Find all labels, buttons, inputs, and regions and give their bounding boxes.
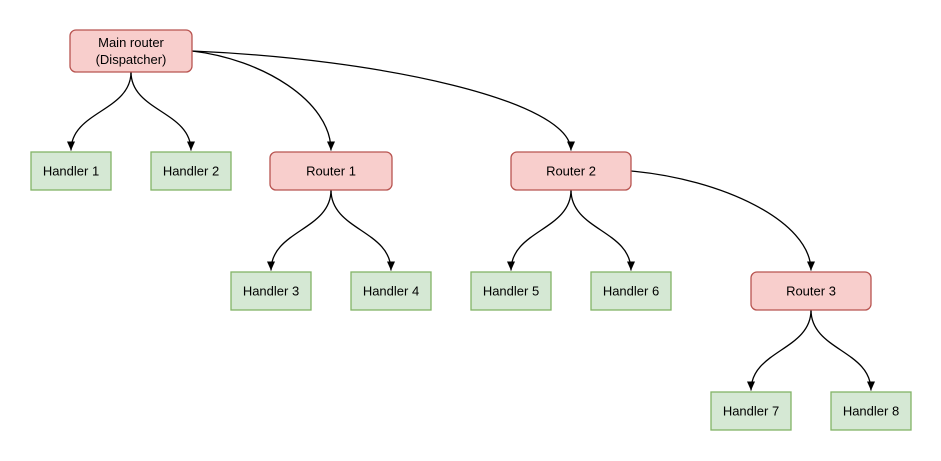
edge-router-2-to-handler-6: [570, 189, 635, 271]
node-router-3: Router 3: [750, 271, 872, 311]
node-label: Handler 1: [43, 164, 99, 179]
router-box: [750, 271, 872, 311]
handler-box: [470, 271, 552, 311]
node-handler-2: Handler 2: [150, 151, 232, 191]
edge-main-router-to-router-1: [191, 50, 335, 151]
node-label-line: Router 1: [306, 164, 356, 179]
edge-router-2-to-router-3: [630, 170, 815, 271]
router-box: [269, 151, 393, 191]
edge-router-3-to-handler-7: [747, 309, 812, 391]
node-label: Handler 5: [483, 284, 539, 299]
node-label-line: Router 2: [546, 164, 596, 179]
edge-router-3-to-handler-8: [810, 309, 875, 391]
node-label-line: Handler 6: [603, 284, 659, 299]
edge-main-router-to-handler-2: [130, 71, 195, 151]
node-label: Handler 7: [723, 404, 779, 419]
nodes-layer: Main router (Dispatcher) Handler 1 Handler …: [30, 29, 912, 431]
edge-main-router-to-router-2: [191, 50, 575, 151]
node-label-line: Main router: [98, 35, 164, 50]
node-label: Handler 4: [363, 284, 419, 299]
node-main-router: Main router (Dispatcher): [69, 29, 193, 73]
node-handler-8: Handler 8: [830, 391, 912, 431]
node-router-1: Router 1: [269, 151, 393, 191]
handler-box: [590, 271, 672, 311]
node-label-line: Handler 4: [363, 284, 419, 299]
node-handler-1: Handler 1: [30, 151, 112, 191]
handler-box: [230, 271, 312, 311]
node-label: Main router (Dispatcher): [96, 35, 167, 67]
node-label-line: Handler 5: [483, 284, 539, 299]
node-label: Router 1: [306, 164, 356, 179]
node-handler-7: Handler 7: [710, 391, 792, 431]
node-label-line: Handler 2: [163, 164, 219, 179]
node-label-line: Handler 1: [43, 164, 99, 179]
node-label-line: Router 3: [786, 284, 836, 299]
edge-router-1-to-handler-3: [267, 189, 332, 271]
node-label-line: (Dispatcher): [96, 52, 167, 67]
node-handler-3: Handler 3: [230, 271, 312, 311]
node-router-2: Router 2: [510, 151, 632, 191]
node-label-line: Handler 7: [723, 404, 779, 419]
node-label: Handler 2: [163, 164, 219, 179]
edge-main-router-to-handler-1: [67, 71, 132, 151]
node-label: Handler 8: [843, 404, 899, 419]
node-label: Handler 3: [243, 284, 299, 299]
node-label-line: Handler 3: [243, 284, 299, 299]
node-label: Router 2: [546, 164, 596, 179]
handler-box: [30, 151, 112, 191]
edges-layer: [67, 50, 875, 391]
router-box: [69, 29, 193, 73]
edge-router-2-to-handler-5: [507, 189, 572, 271]
router-box: [510, 151, 632, 191]
node-handler-5: Handler 5: [470, 271, 552, 311]
handler-box: [350, 271, 432, 311]
handler-box: [830, 391, 912, 431]
node-label-line: Handler 8: [843, 404, 899, 419]
node-handler-6: Handler 6: [590, 271, 672, 311]
handler-box: [710, 391, 792, 431]
edge-router-1-to-handler-4: [330, 189, 395, 271]
handler-box: [150, 151, 232, 191]
node-label: Handler 6: [603, 284, 659, 299]
node-handler-4: Handler 4: [350, 271, 432, 311]
node-label: Router 3: [786, 284, 836, 299]
